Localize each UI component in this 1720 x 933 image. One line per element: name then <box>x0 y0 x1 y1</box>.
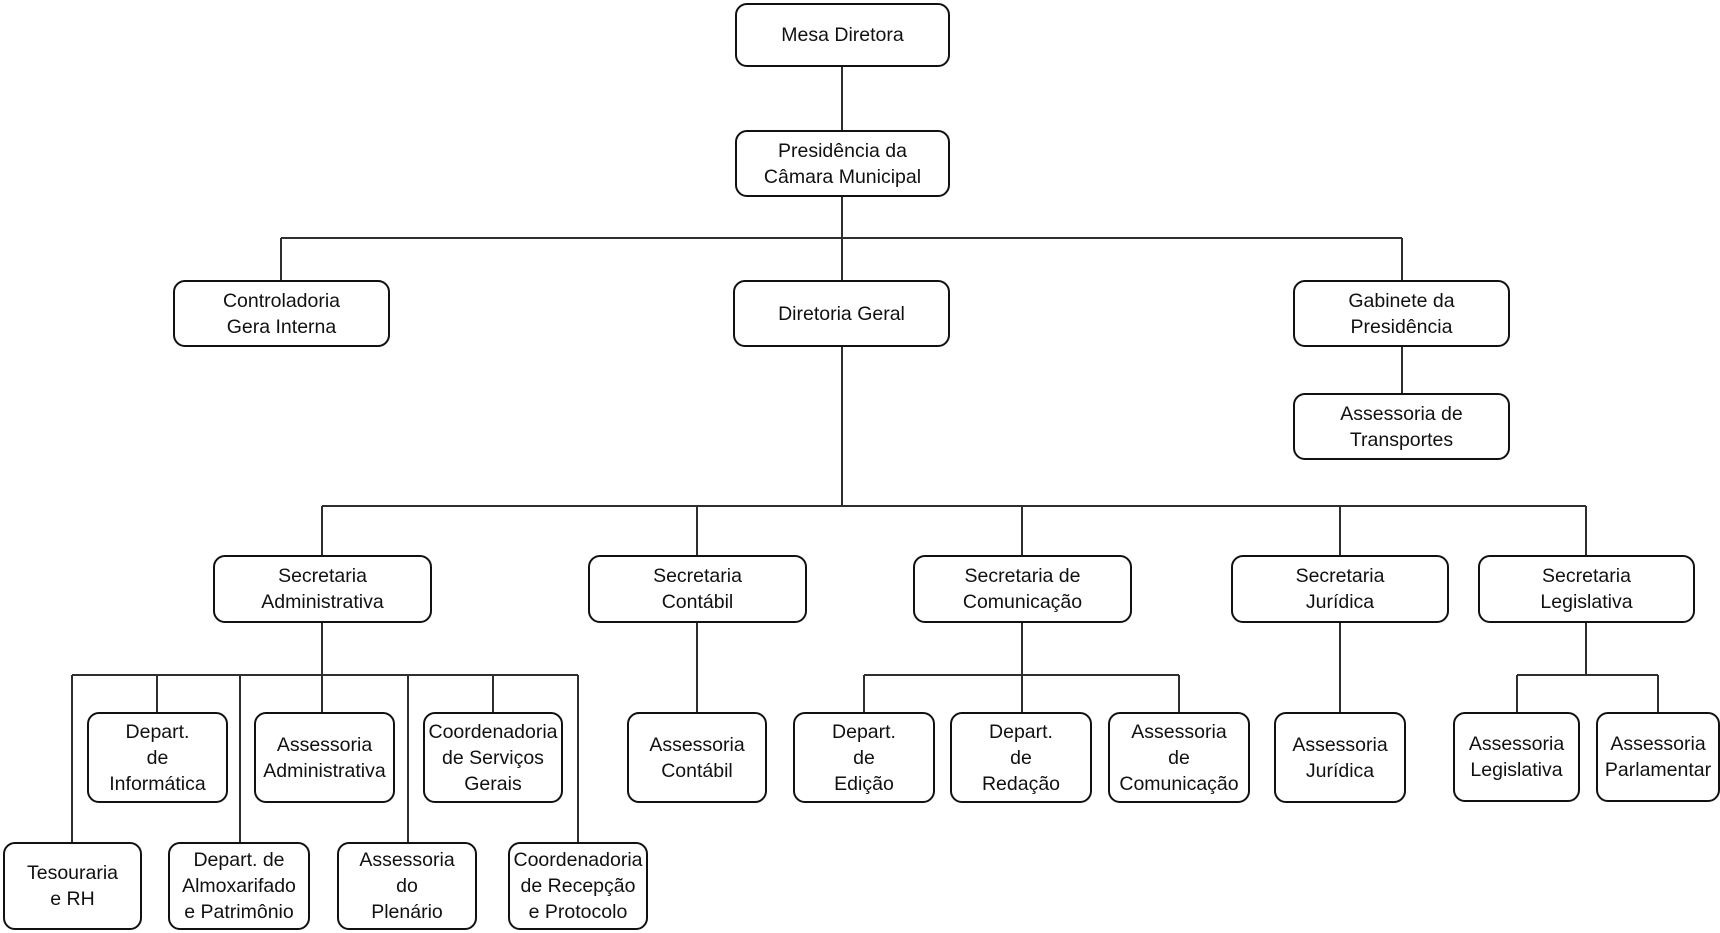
org-node-label: Coordenadoria de Recepção e Protocolo <box>513 849 643 923</box>
org-node-label: Gabinete da Presidência <box>1348 289 1455 338</box>
org-node-coord-servicos-gerais: Coordenadoria de Serviços Gerais <box>423 712 563 803</box>
org-node-dep-redacao: Depart. de Redação <box>950 712 1092 803</box>
org-node-sec-comunicacao: Secretaria de Comunicação <box>913 555 1132 623</box>
org-node-ass-plenario: Assessoria do Plenário <box>337 842 477 930</box>
org-node-gabinete-presidencia: Gabinete da Presidência <box>1293 280 1510 347</box>
org-node-label: Depart. de Redação <box>981 720 1061 795</box>
org-node-ass-legislativa: Assessoria Legislativa <box>1453 712 1580 802</box>
org-node-diretoria-geral: Diretoria Geral <box>733 280 950 347</box>
org-node-label: Assessoria Jurídica <box>1292 733 1388 782</box>
org-node-label: Depart. de Almoxarifado e Patrimônio <box>182 849 296 923</box>
org-node-label: Assessoria de Transportes <box>1340 402 1463 451</box>
org-node-dep-informatica: Depart. de Informática <box>87 712 228 803</box>
org-node-label: Controladoria Gera Interna <box>222 289 341 338</box>
org-node-ass-parlamentar: Assessoria Parlamentar <box>1596 712 1720 802</box>
org-node-sec-contabil: Secretaria Contábil <box>588 555 807 623</box>
org-node-label: Coordenadoria de Serviços Gerais <box>428 720 558 795</box>
org-node-label: Secretaria Jurídica <box>1295 565 1385 613</box>
org-node-label: Secretaria Contábil <box>653 565 742 613</box>
org-node-ass-administrativa: Assessoria Administrativa <box>254 712 395 803</box>
org-node-label: Assessoria Parlamentar <box>1604 733 1712 781</box>
org-node-label: Secretaria Administrativa <box>261 565 384 613</box>
org-node-tesouraria-rh: Tesouraria e RH <box>3 842 142 930</box>
org-node-controladoria: Controladoria Gera Interna <box>173 280 390 347</box>
org-node-ass-juridica: Assessoria Jurídica <box>1274 712 1406 803</box>
org-node-sec-administrativa: Secretaria Administrativa <box>213 555 432 623</box>
org-node-coord-recepcao: Coordenadoria de Recepção e Protocolo <box>508 842 648 930</box>
org-node-assessoria-transportes: Assessoria de Transportes <box>1293 393 1510 460</box>
org-node-label: Assessoria Contábil <box>649 733 745 782</box>
org-node-ass-contabil: Assessoria Contábil <box>627 712 767 803</box>
org-node-label: Diretoria Geral <box>778 302 905 325</box>
org-node-label: Secretaria de Comunicação <box>962 565 1083 613</box>
org-node-label: Assessoria Legislativa <box>1468 733 1565 781</box>
org-node-label: Presidência da Câmara Municipal <box>763 139 922 188</box>
org-node-label: Tesouraria e RH <box>26 862 119 910</box>
org-node-label: Mesa Diretora <box>781 24 904 46</box>
org-node-sec-legislativa: Secretaria Legislativa <box>1478 555 1695 623</box>
org-node-sec-juridica: Secretaria Jurídica <box>1231 555 1449 623</box>
org-node-label: Secretaria Legislativa <box>1540 565 1633 613</box>
org-node-label: Assessoria de Comunicação <box>1119 720 1239 795</box>
org-node-ass-comunicacao: Assessoria de Comunicação <box>1108 712 1250 803</box>
org-node-label: Depart. de Informática <box>109 720 206 795</box>
org-node-dep-almoxarifado: Depart. de Almoxarifado e Patrimônio <box>168 842 310 930</box>
org-node-label: Assessoria Administrativa <box>263 733 386 782</box>
org-node-dep-edicao: Depart. de Edição <box>793 712 935 803</box>
org-node-mesa-diretora: Mesa Diretora <box>735 3 950 67</box>
org-node-label: Assessoria do Plenário <box>359 849 455 923</box>
org-node-presidencia: Presidência da Câmara Municipal <box>735 130 950 197</box>
org-node-label: Depart. de Edição <box>832 720 896 795</box>
